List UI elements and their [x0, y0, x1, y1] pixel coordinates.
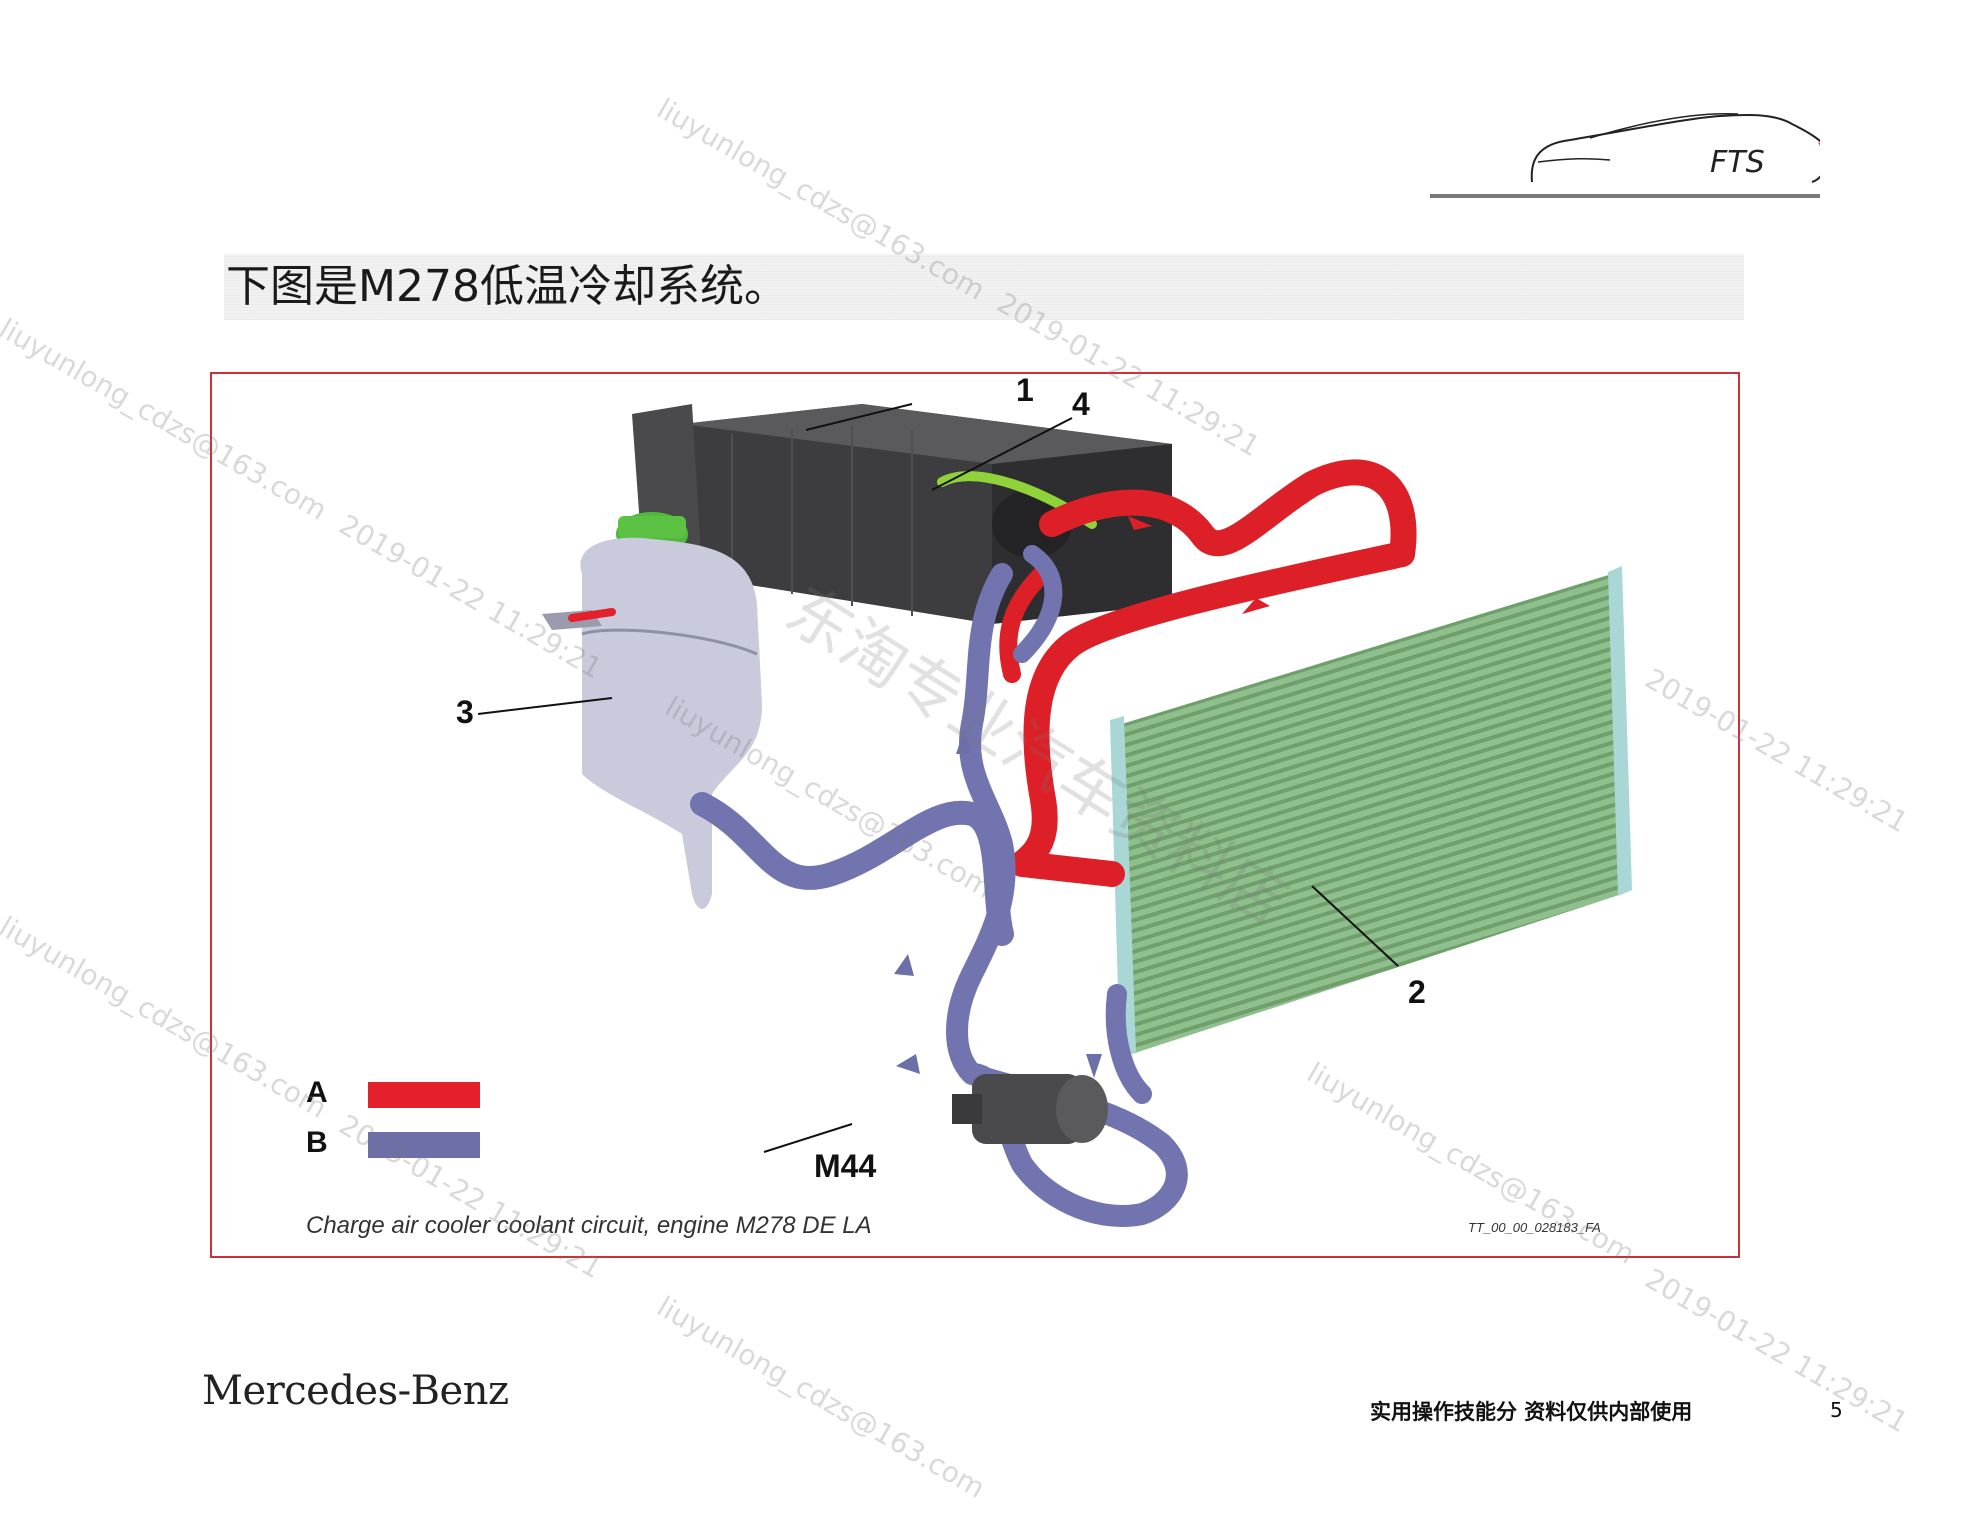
- callout-1: 1: [1016, 372, 1034, 408]
- figure-id: TT_00_00_028183_FA: [1468, 1220, 1601, 1235]
- hot-coolant-lines: [999, 459, 1417, 887]
- legend-swatch-a: [368, 1082, 480, 1108]
- flow-arrows: [894, 516, 1270, 1078]
- fts-logo-text: FTS: [1710, 145, 1765, 180]
- fts-car-logo: FTS: [1530, 112, 1820, 183]
- footer-note: 实用操作技能分 资料仅供内部使用: [1370, 1400, 1693, 1424]
- legend-label-b: B: [306, 1126, 328, 1159]
- callout-leaders: [477, 403, 1399, 1153]
- title-band: [224, 254, 1744, 320]
- figure-frame: 1 4 3 2 M44 A B Charge air cooler coolan…: [210, 372, 1740, 1258]
- coolant-circuit-diagram: [477, 403, 1632, 1227]
- cold-coolant-lines: [690, 545, 1188, 1227]
- header-rule: [1430, 194, 1820, 198]
- expansion-tank: [542, 512, 762, 909]
- callout-2: 2: [1408, 974, 1426, 1010]
- radiator: [1110, 566, 1632, 1058]
- coolant-pump-m44: [952, 1074, 1108, 1144]
- figure-caption: Charge air cooler coolant circuit, engin…: [306, 1212, 872, 1239]
- watermark-email: liuyunlong_cdzs@163.com: [651, 1290, 991, 1505]
- legend-swatch-b: [368, 1132, 480, 1158]
- callout-m44: M44: [814, 1148, 877, 1184]
- brand-name: Mercedes-Benz: [202, 1368, 509, 1414]
- page-number: 5: [1830, 1398, 1843, 1422]
- legend-label-a: A: [306, 1076, 328, 1109]
- callout-3: 3: [456, 694, 474, 730]
- callout-4: 4: [1072, 386, 1090, 422]
- page-title: 下图是M278低温冷却系统。: [226, 261, 788, 312]
